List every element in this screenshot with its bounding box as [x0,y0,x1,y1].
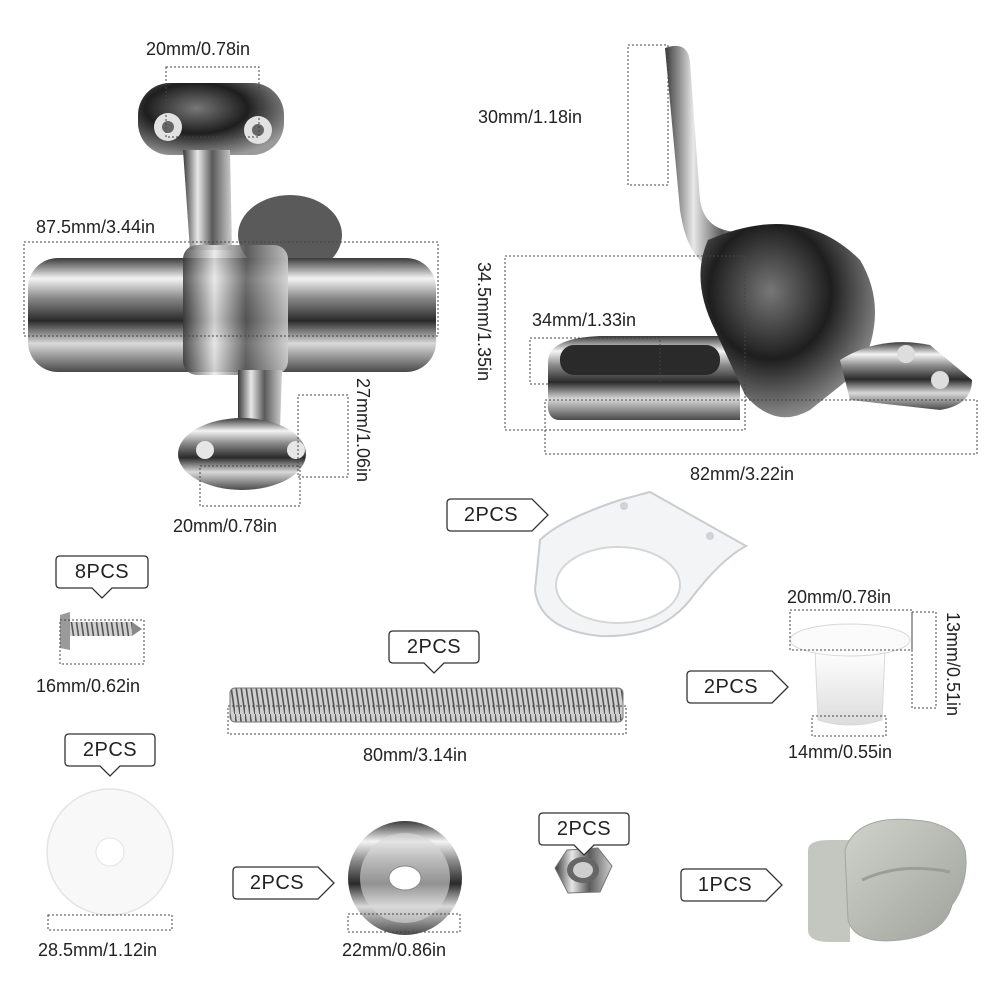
metal-washer [348,821,462,935]
arm-height-label: 30mm/1.18in [478,107,583,127]
screws-qty-text: 8PCS [74,560,130,583]
nut-qty-badge: 2PCS [538,812,630,856]
badge-shape [232,866,335,900]
bottom-plate-height-label: 27mm/1.06in [353,378,373,483]
bushing-qty-badge: 2PCS [686,670,790,704]
badge-shape [686,670,789,704]
top-hole-spacing-label: 20mm/0.78in [146,39,251,59]
badge-shape [55,555,149,599]
rubber-washer-label: 28.5mm/1.12in [38,940,158,960]
base-length-label: 82mm/3.22in [690,464,795,484]
nylon-bushing [789,623,911,726]
badge-shape [388,630,480,674]
clear-gasket [533,490,749,638]
bushing-top-label: 20mm/0.78in [787,587,892,607]
rubber-washer-qty-badge: 2PCS [64,733,156,777]
screw-length-label: 16mm/0.62in [36,676,141,696]
screws-qty-badge: 8PCS [55,555,149,599]
bottom-hole-spacing-label: 20mm/0.78in [173,516,278,536]
metal-washer-label: 22mm/0.86in [342,940,447,960]
body-height-label: 34.5mm/1.35in [474,262,494,382]
hex-nut [554,847,613,894]
rubber-washer [46,788,174,916]
hinge-front-view [28,83,436,490]
rod-qty-badge: 2PCS [388,630,480,674]
base-width-label: 34mm/1.33in [532,310,637,330]
threaded-rod [229,687,624,723]
bushing-qty-text: 2PCS [703,675,759,698]
nut-qty-text: 2PCS [556,817,612,840]
badge-shape [64,733,156,777]
metal-washer-qty-badge: 2PCS [232,866,336,900]
badge-shape [538,812,630,856]
bushing-height-label: 13mm/0.51in [943,612,963,717]
screw [60,612,142,650]
rubber-washer-qty-text: 2PCS [82,738,138,761]
badge-shape [680,868,783,902]
plastic-key [808,818,967,942]
badge-shape [446,498,549,532]
gasket-qty-badge: 2PCS [446,498,550,532]
hinge-side-view [547,45,972,420]
dimension-guides [23,44,978,933]
rod-qty-text: 2PCS [406,635,462,658]
metal-washer-qty-text: 2PCS [249,871,305,894]
hinge-width-label: 87.5mm/3.44in [36,217,156,237]
rod-length-label: 80mm/3.14in [363,745,468,765]
key-qty-text: 1PCS [697,873,753,896]
key-qty-badge: 1PCS [680,868,784,902]
gasket-qty-text: 2PCS [463,503,519,526]
bushing-bottom-label: 14mm/0.55in [788,742,893,762]
